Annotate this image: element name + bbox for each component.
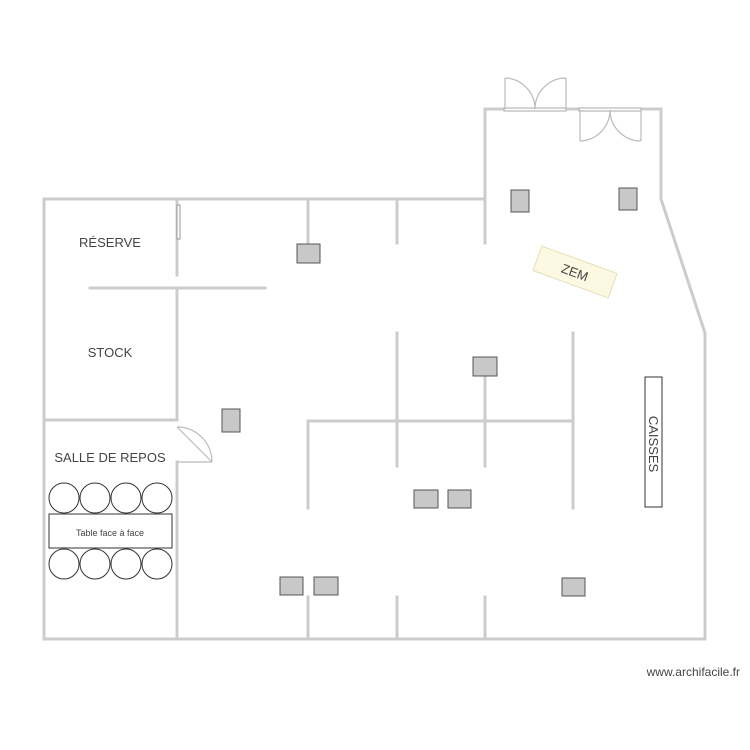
display-unit: [472, 356, 498, 377]
zem-zone: ZEM: [532, 245, 618, 299]
display-unit: [510, 189, 530, 213]
reserve-partition: [176, 204, 181, 240]
entrance-door-right: [578, 107, 642, 142]
room-label-reserve: RÉSERVE: [79, 235, 141, 250]
display-units: [221, 187, 638, 597]
display-unit: [221, 408, 241, 433]
break-table-chairs: [48, 482, 173, 580]
interior-walls: [42, 107, 575, 641]
display-unit: [618, 187, 638, 211]
entrance-door-left: [503, 77, 567, 112]
checkout-label: CAISSES: [646, 416, 661, 473]
display-unit: [313, 576, 339, 596]
checkout-counter: [644, 376, 663, 508]
break-table: [48, 513, 173, 549]
display-unit: [447, 489, 472, 509]
watermark-link[interactable]: www.archifacile.fr: [646, 665, 740, 679]
display-unit: [296, 243, 321, 264]
break-room-door: [176, 426, 213, 463]
display-unit: [413, 489, 439, 509]
display-unit: [561, 577, 586, 597]
room-label-salle-repos: SALLE DE REPOS: [54, 450, 166, 465]
room-label-stock: STOCK: [88, 345, 133, 360]
break-table-label: Table face à face: [76, 528, 144, 538]
display-unit: [279, 576, 304, 596]
